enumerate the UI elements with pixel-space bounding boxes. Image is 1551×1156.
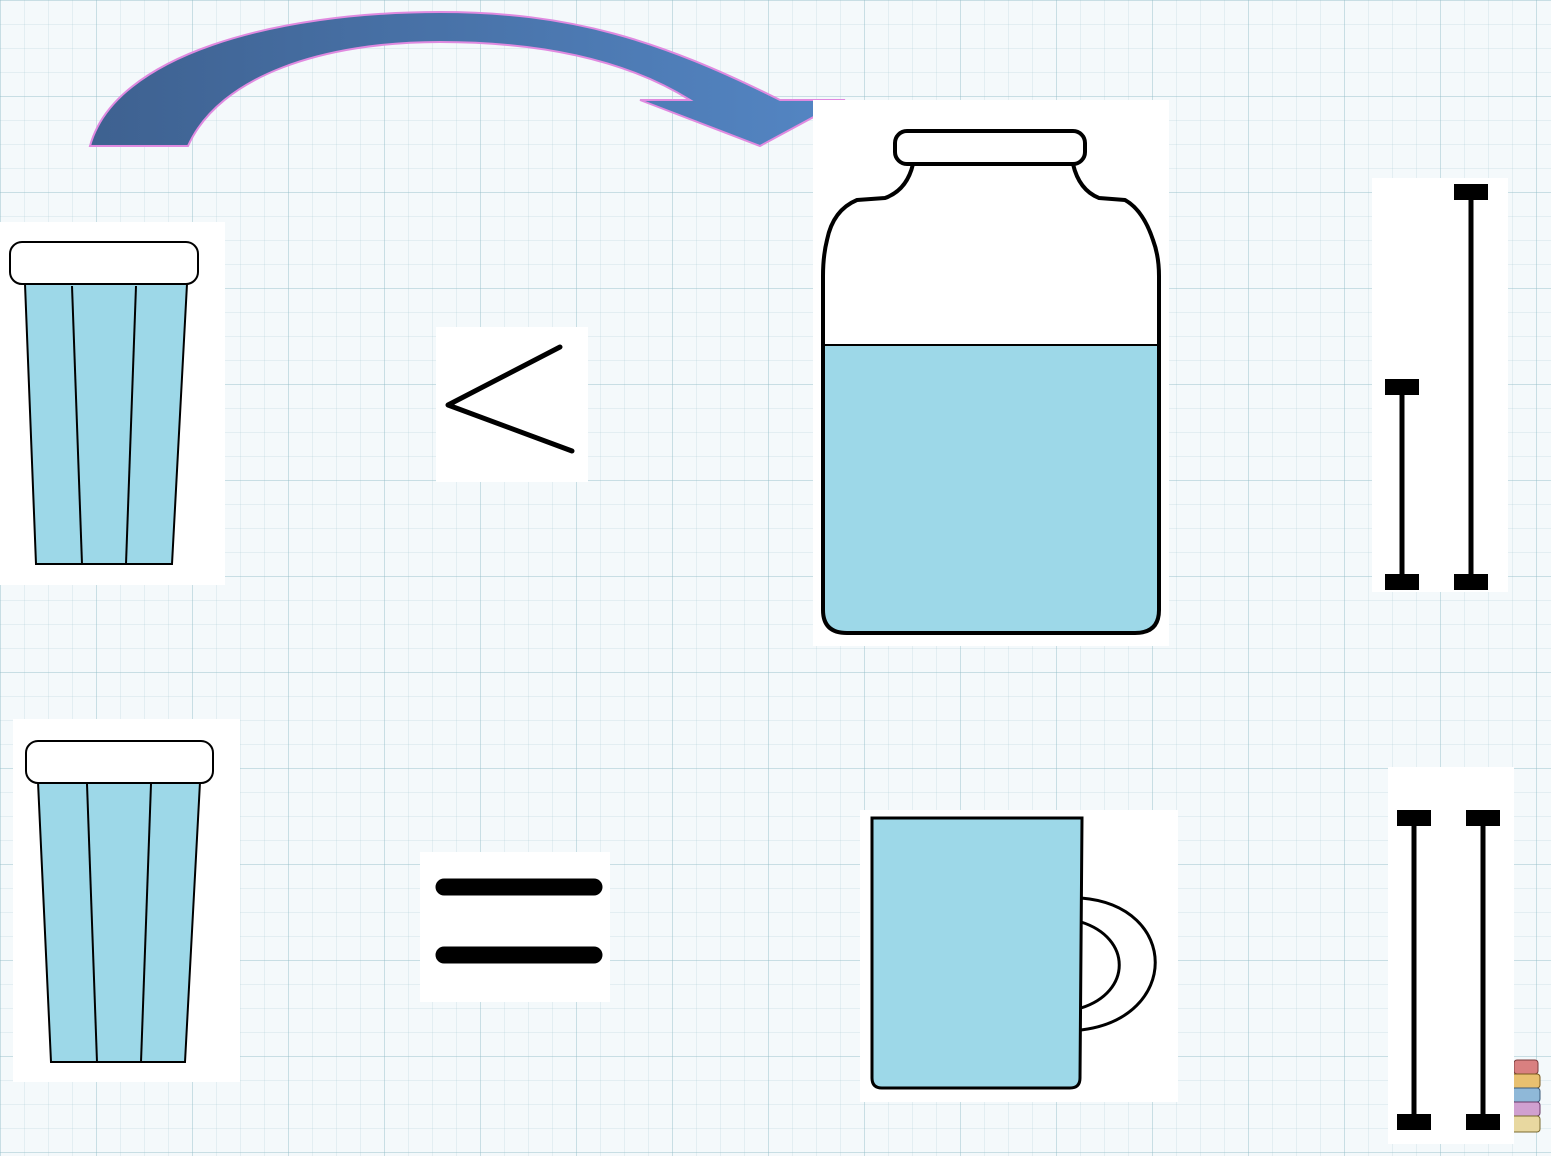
less-than-symbol (436, 327, 588, 482)
mug-icon (860, 810, 1178, 1102)
glass-panel-top (0, 222, 225, 585)
mug-panel (860, 810, 1178, 1102)
curved-arrow-icon (80, 0, 860, 160)
glass-panel-bottom (13, 719, 240, 1082)
glass-icon (13, 719, 240, 1082)
equals-panel (420, 852, 610, 1002)
equals-symbol (420, 852, 610, 1002)
jar-icon (813, 100, 1169, 646)
level-bar-jar (1454, 184, 1488, 590)
glass-icon (0, 222, 225, 585)
level-bar-mug (1466, 810, 1500, 1130)
jar-panel (813, 100, 1169, 646)
less-than-panel (436, 327, 588, 482)
level-bar-glass (1397, 810, 1431, 1130)
level-bars-bottom-svg (1388, 767, 1514, 1144)
level-bars-top (1372, 178, 1508, 592)
level-bars-top-svg (1372, 178, 1508, 592)
level-bars-bottom (1388, 767, 1514, 1144)
level-bar-glass (1385, 379, 1419, 590)
